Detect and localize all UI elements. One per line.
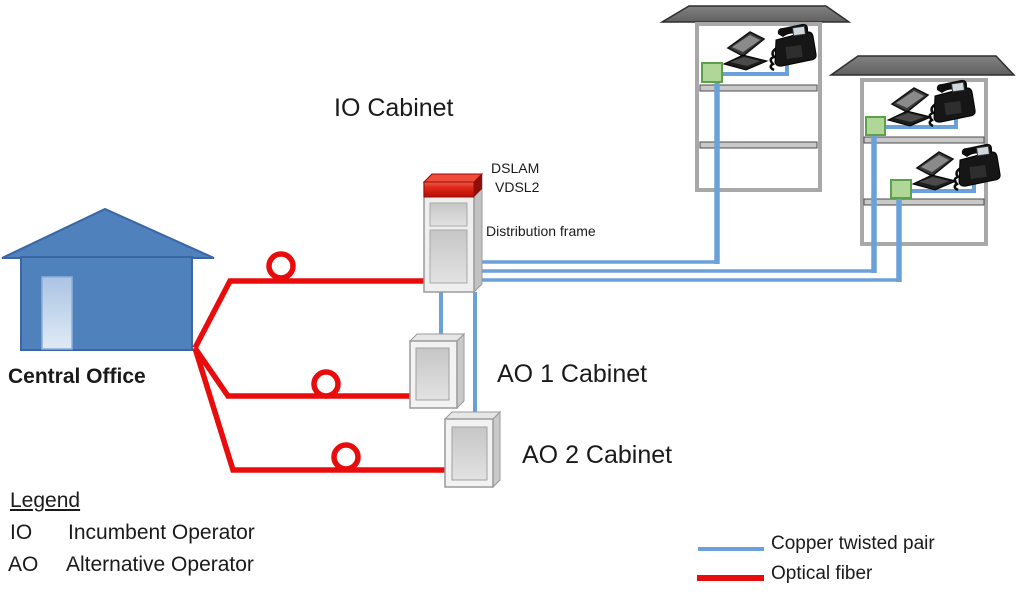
fiber-slack-loop — [311, 369, 341, 399]
ao2-cabinet-top — [443, 411, 502, 420]
modem-box — [701, 62, 723, 83]
house-roof — [1, 207, 215, 259]
building-1 — [659, 5, 852, 192]
floor-divider — [863, 198, 985, 206]
io-cabinet — [422, 172, 484, 294]
cabinet-panel — [429, 202, 468, 227]
building-2-roof — [828, 55, 1016, 76]
fiber-slack-loop — [331, 442, 361, 472]
vdsl2-label: VDSL2 — [495, 179, 540, 195]
ao1-cabinet-top — [408, 333, 466, 342]
legend-meaning-io: Incumbent Operator — [68, 521, 255, 544]
io-cabinet-label: IO Cabinet — [334, 94, 454, 122]
legend-meaning-ao: Alternative Operator — [66, 553, 254, 576]
fiber-to-io-cabinet — [192, 278, 424, 350]
copper-lines — [439, 56, 976, 416]
ao2-cabinet-side — [492, 410, 501, 489]
floor-divider — [699, 84, 818, 92]
distribution-frame-label: Distribution frame — [486, 223, 596, 239]
central-office-building — [1, 207, 215, 351]
dslam-label: DSLAM — [491, 160, 540, 176]
ao2-cabinet-label: AO 2 Cabinet — [522, 441, 673, 469]
ao1-cabinet-side — [456, 332, 465, 410]
cabinet-panel — [415, 347, 450, 401]
copper-line-label: Copper twisted pair — [771, 533, 935, 554]
customer-devices — [701, 22, 1002, 199]
modem-box — [890, 179, 912, 199]
cabinet-panel — [451, 426, 488, 481]
dslam-cap-side — [474, 174, 482, 197]
legend-title: Legend — [10, 489, 81, 512]
dslam-cap-front — [423, 181, 475, 198]
floor-divider — [863, 136, 985, 144]
fiber-to-ao2-cabinet — [192, 347, 446, 473]
modem-box — [865, 116, 886, 136]
building-1-roof — [659, 5, 852, 23]
ao1-cabinet-label: AO 1 Cabinet — [497, 360, 648, 388]
cabinet-panel — [429, 229, 468, 284]
copper-line-sample — [698, 547, 764, 551]
legend-entry-ao: AO Alternative Operator — [8, 553, 254, 577]
ao2-cabinet — [443, 410, 502, 489]
optical-fiber-lines — [192, 251, 446, 473]
legend-abbr-io: IO — [10, 521, 33, 544]
floor-divider — [699, 141, 818, 149]
legend-entry-io: IO Incumbent Operator — [10, 521, 255, 545]
fiber-line-sample — [697, 575, 764, 581]
fiber-to-ao1-cabinet — [192, 346, 412, 399]
house-door — [41, 276, 73, 350]
fiber-line-label: Optical fiber — [771, 563, 873, 584]
legend-abbr-ao: AO — [8, 553, 39, 576]
fiber-slack-loop — [266, 251, 296, 281]
ao1-cabinet — [408, 332, 466, 410]
central-office-label: Central Office — [8, 365, 146, 388]
dslam-cap-top — [422, 173, 484, 183]
